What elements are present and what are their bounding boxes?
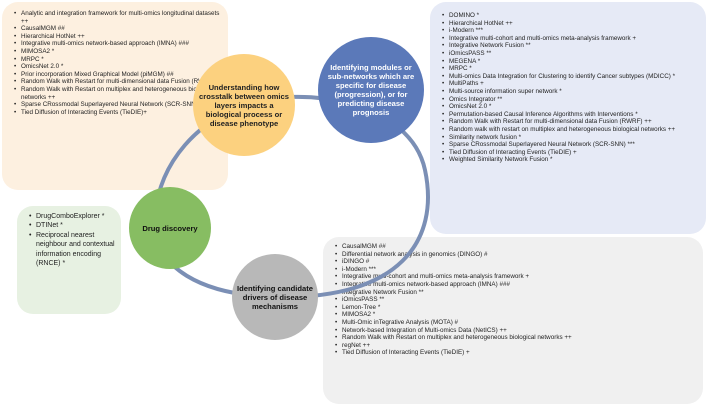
method-item: iOmicsPASS ** (442, 50, 702, 58)
method-item: Similarity network fusion * (442, 134, 702, 142)
drug-discovery-methods-list: DrugComboExplorer *DTINet *Reciprocal ne… (19, 212, 119, 268)
modules-circle-label: Identifying modules or sub-networks whic… (327, 63, 415, 117)
method-item: Omics Integrator ** (442, 96, 702, 104)
method-item: Hierarchical HotNet ++ (442, 20, 702, 28)
drivers-methods-panel: CausalMGM ##Differential network analysi… (323, 237, 703, 404)
modules-circle: Identifying modules or sub-networks whic… (318, 37, 424, 143)
method-item: Hierarchical HotNet ++ (14, 33, 224, 41)
crosstalk-methods-panel: Analytic and integration framework for m… (2, 2, 228, 190)
method-item: Random Walk with Restart for multi-dimen… (14, 78, 224, 86)
method-item: DrugComboExplorer * (29, 212, 119, 222)
drivers-circle-label: Identifying candidate drivers of disease… (237, 283, 313, 311)
method-item: Tied Diffusion of Interacting Events (Ti… (335, 349, 699, 357)
method-item: Tied Diffusion of Interacting Events (Ti… (442, 149, 702, 157)
method-item: Multi-Omic inTegrative Analysis (MOTA) # (335, 319, 699, 327)
method-item: OmicsNet 2.0 * (14, 63, 224, 71)
method-item: MIMOSA2 * (14, 48, 224, 56)
method-item: DTINet * (29, 221, 119, 231)
method-item: Analytic and integration framework for m… (14, 10, 224, 25)
method-item: Differential network analysis in genomic… (335, 251, 699, 259)
method-item: Tied Diffusion of Interacting Events (Ti… (14, 109, 224, 117)
method-item: Lemon-Tree * (335, 304, 699, 312)
method-item: Integrative multi-omics network-based ap… (335, 281, 699, 289)
crosstalk-circle: Understanding how crosstalk between omic… (193, 54, 295, 156)
method-item: Prior incorporation Mixed Graphical Mode… (14, 71, 224, 79)
method-item: DOMINO * (442, 12, 702, 20)
crosstalk-circle-label: Understanding how crosstalk between omic… (199, 82, 289, 128)
method-item: Random Walk with Restart for multi-dimen… (442, 118, 702, 126)
method-item: CausalMGM ## (14, 25, 224, 33)
method-item: MRPC * (442, 65, 702, 73)
drivers-methods-list: CausalMGM ##Differential network analysi… (325, 243, 699, 357)
method-item: Network-based Integration of Multi-omics… (335, 327, 699, 335)
method-item: MRPC * (14, 56, 224, 64)
drug-discovery-circle-label: Drug discovery (142, 223, 198, 233)
method-item: iDINGO # (335, 258, 699, 266)
method-item: Multi-omics Data Integration for Cluster… (442, 73, 702, 81)
method-item: Permutation-based Causal Inference Algor… (442, 111, 702, 119)
method-item: iOmicsPASS ** (335, 296, 699, 304)
method-item: Sparse CRossmodal Superlayered Neural Ne… (14, 101, 224, 109)
method-item: Integrative Network Fusion ** (442, 42, 702, 50)
drivers-circle: Identifying candidate drivers of disease… (232, 254, 318, 340)
method-item: Sparse CRossmodal Superlayered Neural Ne… (442, 141, 702, 149)
crosstalk-methods-list: Analytic and integration framework for m… (4, 10, 224, 116)
method-item: CausalMGM ## (335, 243, 699, 251)
method-item: Reciprocal nearest neighbour and context… (29, 231, 119, 269)
drug-discovery-circle: Drug discovery (129, 187, 211, 269)
method-item: Integrative multi-omics network-based ap… (14, 40, 224, 48)
method-item: i-Modern *** (442, 27, 702, 35)
modules-methods-panel: DOMINO *Hierarchical HotNet ++i-Modern *… (430, 2, 706, 234)
method-item: regNet ++ (335, 342, 699, 350)
drug-discovery-methods-panel: DrugComboExplorer *DTINet *Reciprocal ne… (17, 206, 121, 314)
method-item: Multi-source information super network * (442, 88, 702, 96)
method-item: i-Modern *** (335, 266, 699, 274)
method-item: OmicsNet 2.0 * (442, 103, 702, 111)
method-item: MultiPaths + (442, 80, 702, 88)
method-item: Weighted Similarity Network Fusion * (442, 156, 702, 164)
method-item: Integrative multi-cohort and multi-omics… (335, 273, 699, 281)
modules-methods-list: DOMINO *Hierarchical HotNet ++i-Modern *… (432, 12, 702, 164)
method-item: Integrative multi-cohort and multi-omics… (442, 35, 702, 43)
method-item: Random Walk with Restart on multiplex an… (14, 86, 224, 101)
method-item: MIMOSA2 * (335, 311, 699, 319)
method-item: Random walk with restart on multiplex an… (442, 126, 702, 134)
method-item: Random Walk with Restart on multiplex an… (335, 334, 699, 342)
method-item: MEGENA * (442, 58, 702, 66)
